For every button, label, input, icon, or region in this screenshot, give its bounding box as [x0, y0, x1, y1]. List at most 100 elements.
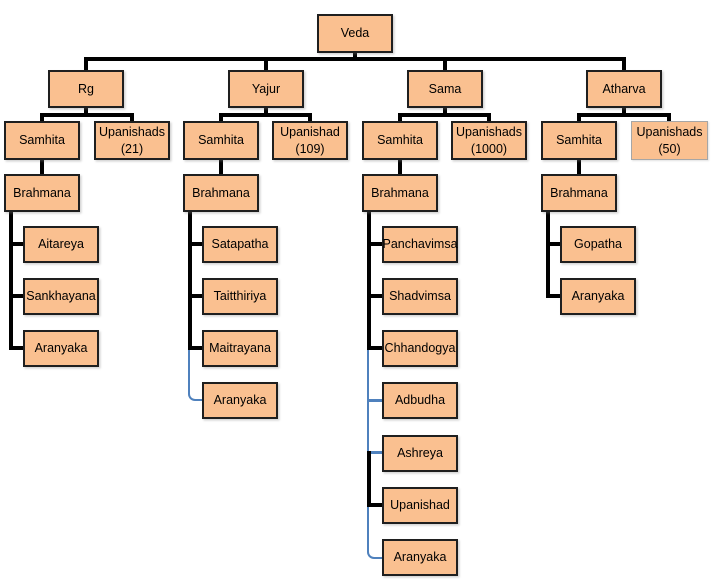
node-label: Brahmana [371, 185, 429, 200]
connector-line [130, 113, 134, 121]
connector-line [308, 113, 312, 121]
connector-line [40, 113, 134, 117]
connector-tick [367, 346, 382, 350]
node-rg-upanishads: Upanishads (21) [94, 121, 170, 160]
node-label: Chhandogya [384, 341, 456, 356]
node-label: Brahmana [550, 185, 608, 200]
connector-yajur-trunk [188, 212, 192, 350]
node-label: Shadvimsa [389, 289, 451, 304]
node-label: Samhita [198, 133, 244, 148]
node-leaf: Taitthiriya [202, 278, 278, 315]
node-leaf: Aranyaka [23, 330, 99, 367]
node-label: Aranyaka [571, 289, 625, 304]
node-sama-brahmana: Brahmana [362, 174, 438, 212]
node-count: (21) [120, 141, 144, 156]
connector-line [577, 160, 581, 174]
node-yajur-upanishad: Upanishad (109) [272, 121, 348, 160]
node-leaf: Panchavimsa [382, 226, 458, 263]
node-leaf: Upanishad [382, 487, 458, 524]
node-atharva-upanishads: Upanishads (50) [631, 121, 708, 160]
node-leaf: Adbudha [382, 382, 458, 419]
node-count: (1000) [470, 141, 508, 156]
connector-line [398, 113, 491, 117]
node-leaf: Maitrayana [202, 330, 278, 367]
node-count: (109) [295, 141, 325, 156]
node-count: (50) [658, 141, 681, 156]
node-yajur-brahmana: Brahmana [183, 174, 259, 212]
connector-atharva-stub [622, 57, 626, 70]
connector-tick [188, 346, 202, 350]
connector-line [219, 160, 223, 174]
node-leaf: Aranyaka [560, 278, 636, 315]
node-leaf: Sankhayana [23, 278, 99, 315]
connector-line [667, 113, 671, 121]
node-label: Veda [340, 26, 370, 41]
node-label: Upanishad [390, 498, 450, 513]
connector-line [487, 113, 491, 121]
node-label: Sankhayana [26, 289, 96, 304]
connector-tick [367, 503, 382, 507]
node-sama-upanishads: Upanishads (1000) [451, 121, 527, 160]
connector-tick [9, 242, 23, 246]
connector-tick [9, 346, 23, 350]
connector-line [398, 113, 402, 121]
connector-rg-stub [84, 57, 88, 70]
node-label: Brahmana [13, 185, 71, 200]
node-label: Aranyaka [34, 341, 88, 356]
node-label: Samhita [377, 133, 423, 148]
connector-rg-trunk [9, 212, 13, 350]
connector-black-overlay [367, 451, 371, 507]
connector-tick [367, 242, 382, 246]
node-label: Rg [78, 81, 94, 96]
connector-line [398, 160, 402, 174]
connector-line [577, 113, 581, 121]
node-leaf: Aranyaka [202, 382, 278, 419]
node-label: Yajur [251, 81, 281, 96]
node-label: Samhita [19, 133, 65, 148]
connector-sama-stub [443, 57, 447, 70]
node-leaf: Ashreya [382, 435, 458, 472]
connector-blue-elbow [188, 350, 202, 401]
node-leaf: Aitareya [23, 226, 99, 263]
connector-tick [9, 294, 23, 298]
node-label: Upanishads [455, 125, 522, 140]
connector-atharva-trunk [546, 212, 550, 298]
connector-line [622, 108, 626, 117]
connector-line [443, 108, 447, 117]
node-veda: Veda [317, 14, 393, 53]
node-label: Upanishads [636, 125, 703, 140]
node-label: Brahmana [192, 185, 250, 200]
connector-line [219, 113, 312, 117]
node-label: Ashreya [397, 446, 443, 461]
connector-tick [188, 294, 202, 298]
node-leaf: Aranyaka [382, 539, 458, 576]
node-label: Samhita [556, 133, 602, 148]
node-leaf: Shadvimsa [382, 278, 458, 315]
connector-sama-trunk [367, 212, 371, 350]
node-label: Satapatha [211, 237, 269, 252]
node-label: Aranyaka [393, 550, 447, 565]
connector-line [40, 113, 44, 121]
node-atharva-samhita: Samhita [541, 121, 617, 160]
node-label: Upanishad [280, 125, 340, 140]
connector-line [264, 108, 268, 117]
node-label: Upanishads [98, 125, 165, 140]
connector-blue-tick [369, 399, 382, 402]
node-yajur: Yajur [228, 70, 304, 108]
node-label: Aranyaka [213, 393, 267, 408]
node-leaf: Satapatha [202, 226, 278, 263]
connector-tick [367, 294, 382, 298]
connector-line [84, 108, 88, 117]
connector-tick [188, 242, 202, 246]
node-label: Taitthiriya [213, 289, 267, 304]
node-label: Maitrayana [209, 341, 271, 356]
connector-line [219, 113, 223, 121]
node-label: Gopatha [574, 237, 622, 252]
connector-line [577, 113, 671, 117]
node-leaf: Gopatha [560, 226, 636, 263]
node-sama: Sama [407, 70, 483, 108]
connector-line [40, 160, 44, 174]
node-label: Atharva [602, 81, 646, 96]
node-rg-brahmana: Brahmana [4, 174, 80, 212]
node-rg-samhita: Samhita [4, 121, 80, 160]
